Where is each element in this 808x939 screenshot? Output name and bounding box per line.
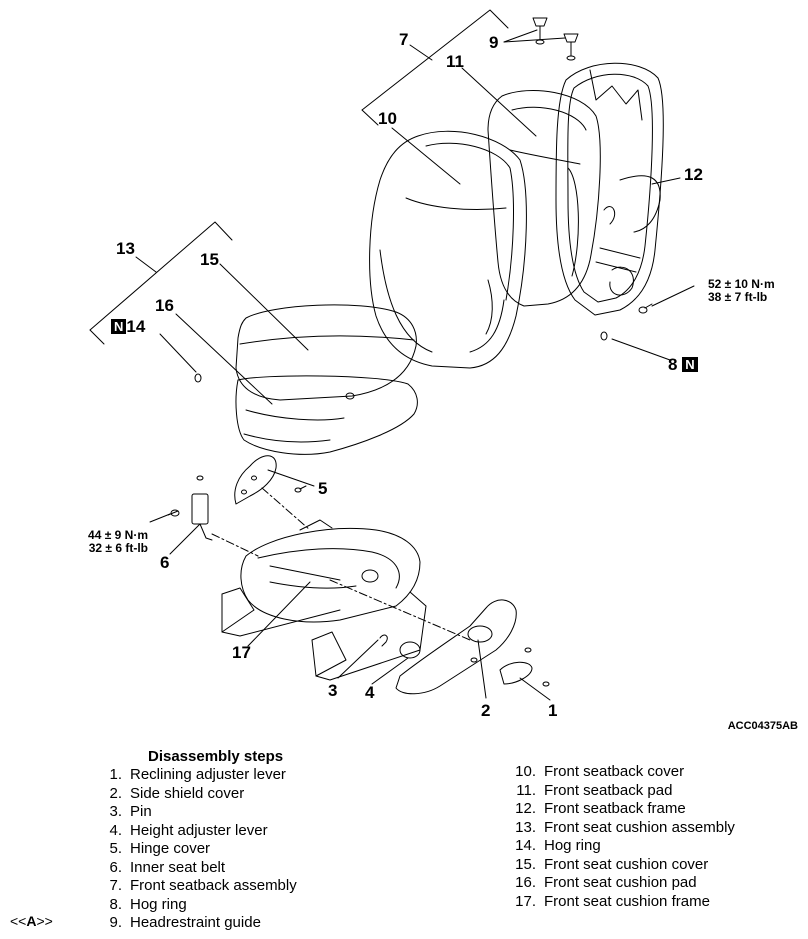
callout-6: 6 [160, 553, 170, 572]
callout-11: 11 [446, 52, 464, 71]
hog-ring-14 [194, 373, 202, 383]
callout-13: 13 [116, 239, 135, 258]
steps-list-right: 10.Front seatback cover 11.Front seatbac… [510, 763, 735, 911]
reference-note-a: <<A>> [10, 913, 53, 929]
seatback-cover [369, 130, 527, 369]
step-item: 5.Hinge cover [109, 840, 211, 857]
seat-rails [221, 587, 427, 681]
reclining-adjuster-lever [499, 661, 550, 687]
callout-3: 3 [328, 681, 338, 700]
seatback-pad [487, 90, 601, 307]
pin-part [379, 634, 388, 647]
torque-spec-seatbelt: 44 ± 9 N·m 32 ± 6 ft-lb [88, 528, 148, 555]
torque-spec-seatback: 52 ± 10 N·m 38 ± 7 ft-lb [708, 277, 775, 304]
step-item: 13.Front seat cushion assembly [515, 818, 735, 836]
bracket-seatback-assembly [361, 9, 509, 126]
seat-cushion-pad [235, 375, 418, 455]
assembly-centerlines [211, 487, 471, 641]
callout-15: 15 [200, 250, 219, 269]
new-part-badge: N [111, 319, 127, 334]
side-shield-cover [395, 599, 532, 695]
seatback-bolt [638, 303, 653, 314]
seatback-frame [555, 62, 664, 316]
step-item: 4.Height adjuster lever [109, 821, 268, 839]
callout-10: 10 [378, 109, 397, 128]
height-adjuster-lever-part [399, 641, 421, 659]
step-item: 15.Front seat cushion cover [515, 855, 709, 873]
step-item: 3.Pin [109, 803, 152, 820]
step-item: 2.Side shield cover [109, 784, 245, 802]
callout-12: 12 [684, 165, 703, 184]
callout-2: 2 [481, 701, 491, 720]
seat-cushion-cover [235, 304, 417, 401]
callout-8: 8 N [668, 356, 698, 374]
step-item: 9.Headrestraint guide [109, 914, 261, 931]
step-item: 6.Inner seat belt [109, 858, 226, 876]
headrestraint-guides [532, 17, 579, 61]
inner-seat-belt [167, 493, 213, 541]
step-item: 8.Hog ring [109, 895, 187, 913]
step-item: 17.Front seat cushion frame [515, 892, 710, 910]
callout-17: 17 [232, 643, 251, 662]
seat-cushion-frame [240, 519, 421, 623]
hinge-cover [196, 455, 307, 505]
callout-5: 5 [318, 479, 328, 498]
callout-16: 16 [155, 296, 174, 315]
leader-lines [149, 29, 695, 701]
bracket-seat-cushion-assembly [89, 221, 233, 345]
step-item: 12.Front seatback frame [515, 800, 686, 817]
new-part-badge: N [682, 357, 698, 372]
steps-title: Disassembly steps [148, 748, 284, 765]
hog-ring-8 [600, 331, 608, 341]
callout-1: 1 [548, 701, 558, 720]
step-item: 10.Front seatback cover [515, 763, 685, 780]
step-item: 7.Front seatback assembly [109, 877, 297, 894]
step-item: 11.Front seatback pad [516, 781, 673, 799]
callout-4: 4 [365, 683, 375, 702]
callout-9: 9 [489, 33, 499, 52]
step-item: 1.Reclining adjuster lever [109, 766, 286, 783]
exploded-seat-diagram [89, 9, 695, 701]
callout-7: 7 [399, 30, 409, 49]
figure-id: ACC04375AB [727, 720, 798, 732]
step-item: 16.Front seat cushion pad [515, 874, 697, 891]
steps-list-left: 1.Reclining adjuster lever 2.Side shield… [96, 766, 297, 933]
step-item: 14.Hog ring [515, 837, 601, 854]
